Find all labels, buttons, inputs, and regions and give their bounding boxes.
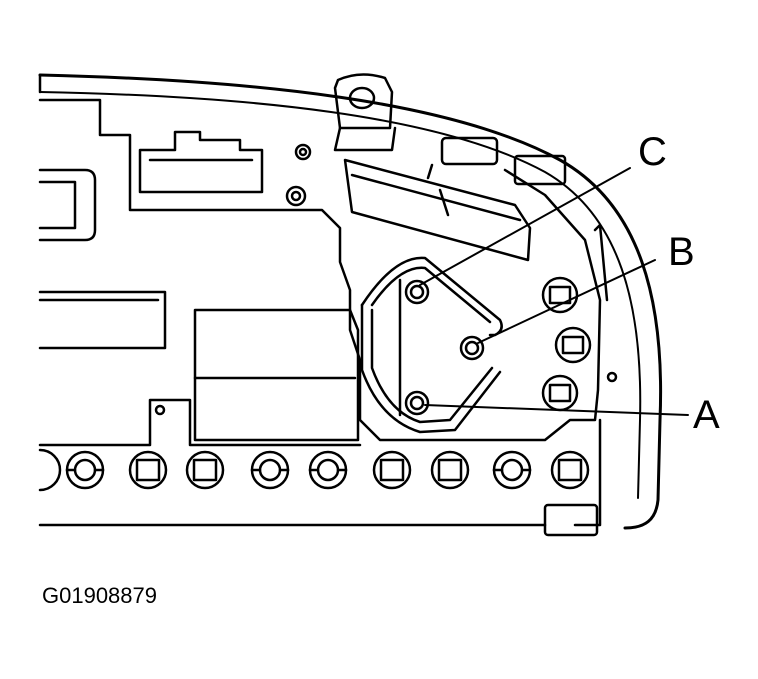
bottom-tab <box>543 503 599 537</box>
circuit-board-plate <box>38 98 602 527</box>
top-clip <box>333 73 397 152</box>
mounting-hole <box>294 143 312 161</box>
leader-line-c <box>419 167 631 286</box>
figure-id: G01908879 <box>42 583 157 608</box>
mounting-hole <box>298 147 308 157</box>
housing-outline <box>38 73 663 530</box>
callout-b-label: B <box>668 230 695 274</box>
mounting-screw <box>285 185 307 207</box>
display-panel <box>193 308 360 442</box>
left-window <box>38 168 97 242</box>
top-connector <box>138 130 264 194</box>
component <box>440 136 499 166</box>
board-stub <box>593 223 609 302</box>
callout-a-label: A <box>693 393 720 437</box>
component <box>513 154 567 186</box>
right-bulb-sockets <box>541 276 592 412</box>
leader-line-b <box>477 259 656 344</box>
left-rail <box>38 290 167 350</box>
screw-b <box>459 335 485 361</box>
callout-c-label: C <box>638 130 667 174</box>
mounting-screw <box>290 190 302 202</box>
leader-line-a <box>424 404 689 416</box>
screw-a <box>404 390 430 416</box>
pin <box>154 404 166 416</box>
bottom-bulb-sockets <box>38 448 590 492</box>
ribbon-connector <box>343 158 532 262</box>
small-hole <box>606 371 618 383</box>
screw-c <box>404 279 430 305</box>
